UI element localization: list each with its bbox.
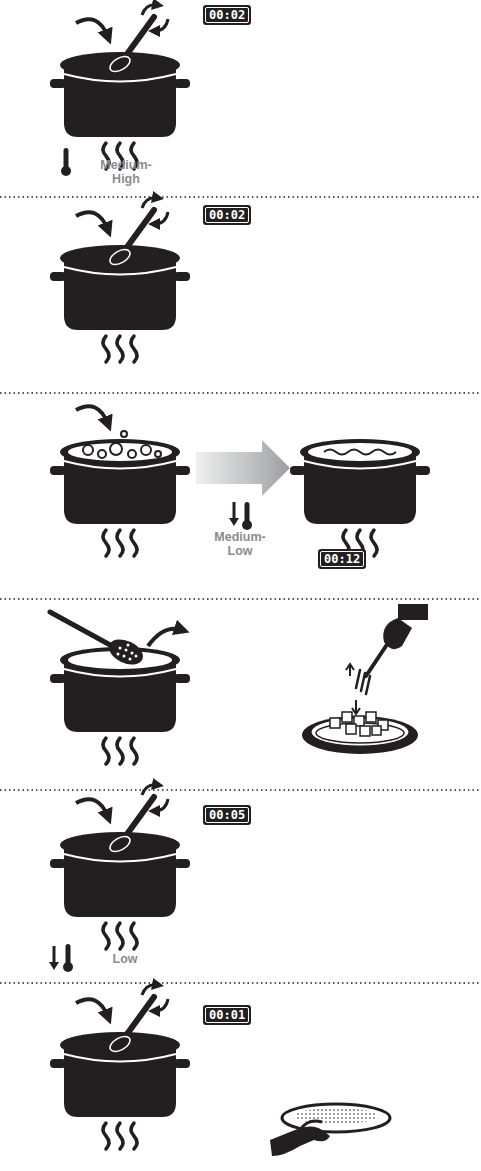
row-separator <box>0 197 481 983</box>
stirring-pot <box>50 785 190 949</box>
simmering-pot <box>290 439 430 556</box>
thermometer-icon <box>63 944 73 972</box>
serving-plate <box>270 1104 390 1156</box>
timer-text: 00:02 <box>205 207 249 223</box>
transition-arrow <box>196 440 290 496</box>
stirring-pot <box>50 5 190 169</box>
heat-level-label: Medium-Low <box>205 530 275 558</box>
fork-and-plate <box>302 604 428 754</box>
timer-text: 00:01 <box>205 1007 249 1023</box>
stirring-pot <box>50 985 190 1149</box>
boiling-pot <box>50 406 190 556</box>
stirring-pot <box>50 198 190 362</box>
lower-heat-arrow <box>49 946 59 970</box>
thermometer-icon <box>61 148 71 176</box>
timer-text: 00:02 <box>205 7 249 23</box>
timer-display: 00:12 <box>318 549 366 569</box>
lower-heat-arrow <box>229 502 239 526</box>
heat-level-label: Medium-High <box>93 158 159 186</box>
draining-pot <box>50 612 190 764</box>
heat-level-label: Low <box>100 952 150 966</box>
timer-display: 00:02 <box>203 205 251 225</box>
thermometer-icon <box>242 502 252 530</box>
timer-text: 00:12 <box>320 551 364 567</box>
timer-display: 00:02 <box>203 5 251 25</box>
timer-display: 00:05 <box>203 805 251 825</box>
timer-text: 00:05 <box>205 807 249 823</box>
timer-display: 00:01 <box>203 1005 251 1025</box>
